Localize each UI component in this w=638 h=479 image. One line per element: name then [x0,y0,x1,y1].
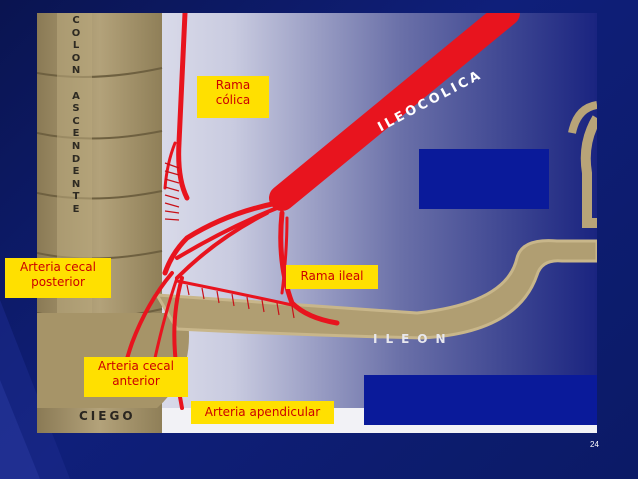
ileum [154,239,597,340]
page-number: 24 [590,440,599,449]
label-rama-ileal: Rama ileal [286,265,378,289]
hidden-label-box [364,375,597,425]
ciego-label: CIEGO [79,409,136,423]
ileal-branch [278,210,340,326]
label-rama-colica: Rama cólica [197,76,269,118]
label-arteria-cecal-anterior: Arteria cecal anterior [84,357,188,397]
colic-branch [176,13,190,201]
ileon-label: ILEON [373,332,454,346]
hidden-label-box [419,149,549,209]
anatomy-illustration [37,13,597,433]
label-arteria-apendicular: Arteria apendicular [191,401,334,424]
ileocolic-artery [269,13,520,211]
anterior-cecal-artery [153,276,179,360]
label-arteria-cecal-posterior: Arteria cecal posterior [5,258,111,298]
